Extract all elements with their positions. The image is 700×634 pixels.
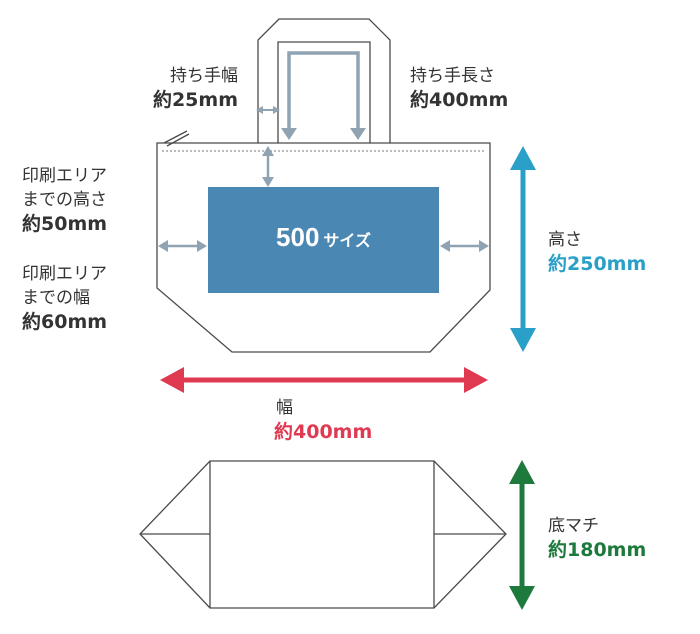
bag-width-text: 幅: [276, 398, 293, 418]
bag-width-label: 幅 約400mm: [274, 396, 372, 444]
print-width-line1: 印刷エリア: [22, 264, 107, 284]
handle-length-label: 持ち手長さ 約400mm: [410, 64, 508, 112]
handle-length-arrowhead-left: [281, 128, 297, 140]
print-area-number: 500: [276, 222, 320, 252]
print-width-line2: までの幅: [22, 288, 90, 308]
print-area-suffix: サイズ: [323, 233, 371, 250]
handle-width-value: 約25mm: [152, 89, 238, 111]
handle-inner: [277, 41, 371, 148]
handle-width-label: 持ち手幅 約25mm: [118, 64, 238, 112]
bag-height-text: 高さ: [548, 230, 582, 250]
print-height-value: 約50mm: [22, 213, 108, 235]
gusset-label: 底マチ 約180mm: [548, 514, 646, 562]
handle-length-value: 約400mm: [410, 89, 509, 111]
print-height-line2: までの高さ: [22, 190, 107, 210]
gusset-text: 底マチ: [548, 516, 599, 536]
print-height-line1: 印刷エリア: [22, 166, 107, 186]
bag-width-value: 約400mm: [274, 421, 373, 443]
gusset-value: 約180mm: [548, 539, 647, 561]
zipper-pull: [163, 130, 190, 147]
print-width-value: 約60mm: [22, 311, 108, 333]
print-area: [208, 187, 439, 293]
print-width-label: 印刷エリア までの幅 約60mm: [22, 262, 107, 334]
handle-length-arrow: [287, 51, 360, 134]
handle-width-text: 持ち手幅: [170, 66, 238, 86]
bag-height-value: 約250mm: [548, 253, 647, 275]
bag-height-label: 高さ 約250mm: [548, 228, 646, 276]
print-height-label: 印刷エリア までの高さ 約50mm: [22, 164, 107, 236]
handle-length-arrowhead-right: [350, 128, 366, 140]
handle-length-text: 持ち手長さ: [410, 66, 495, 86]
